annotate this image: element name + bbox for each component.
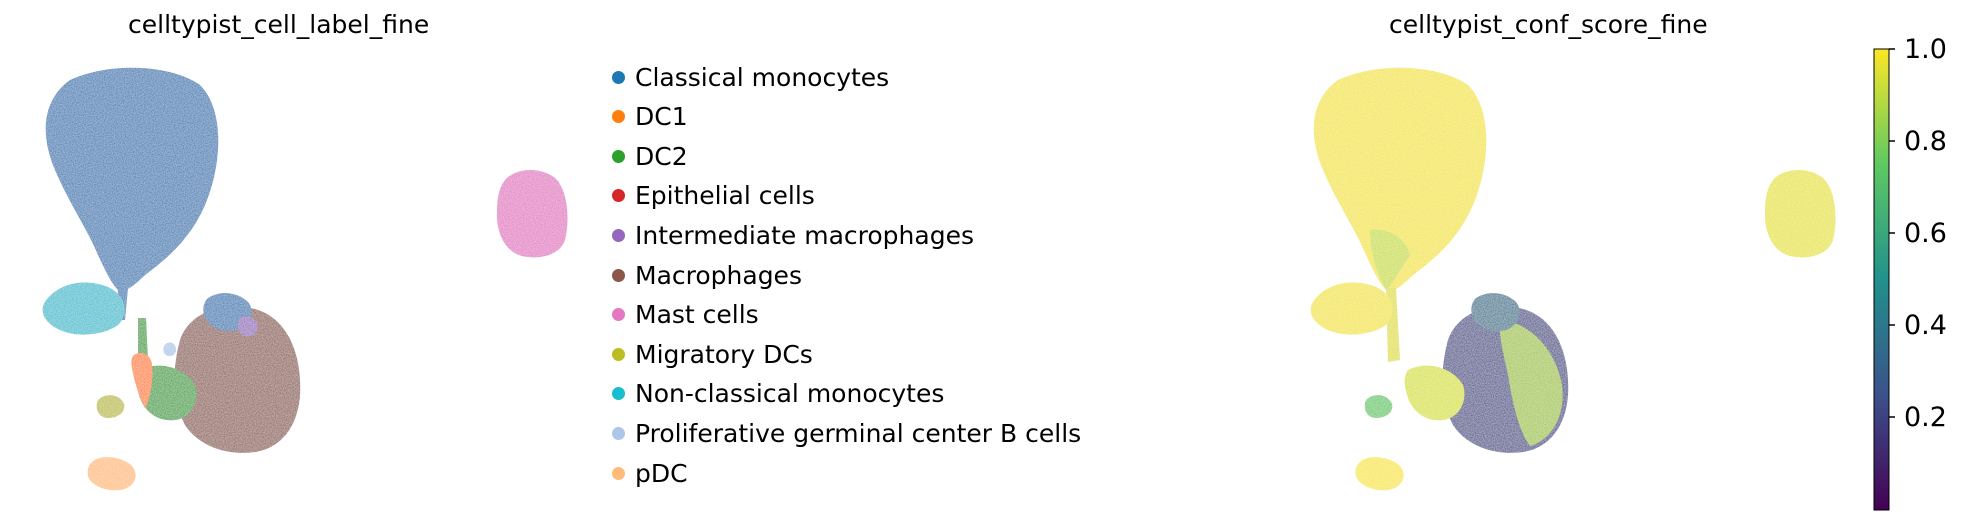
conf-region-mast (1764, 169, 1836, 258)
legend-marker (612, 189, 625, 203)
legend-item-epithelial-cells: Epithelial cells (612, 181, 815, 211)
colorbar-tick-label: 0.6 (1904, 218, 1947, 249)
legend-marker (612, 347, 625, 361)
legend-marker (612, 70, 625, 84)
legend-label: Intermediate macrophages (635, 220, 974, 250)
colorbar-tick-label: 0.4 (1904, 310, 1947, 341)
legend-marker (612, 149, 625, 163)
legend-item-pdc: pDC (612, 458, 688, 488)
cluster-migratory-dcs (96, 395, 125, 418)
legend-marker (612, 308, 625, 322)
colorbar-tick-label: 1.0 (1904, 34, 1947, 65)
legend-label: Macrophages (635, 260, 802, 290)
conf-region-migratory (1364, 395, 1393, 418)
legend-label: Classical monocytes (635, 62, 890, 92)
cluster-classical-monocytes (45, 67, 219, 293)
cluster-macrophages (174, 306, 301, 453)
legend-item-proliferative-germinal-center-b-cells: Proliferative germinal center B cells (612, 418, 1081, 448)
legend-item-intermediate-macrophages: Intermediate macrophages (612, 220, 974, 250)
cluster-mast-cells (496, 169, 568, 258)
legend-label: Proliferative germinal center B cells (635, 418, 1082, 448)
cluster-proliferative-b (163, 342, 176, 357)
legend-marker (612, 110, 625, 124)
legend-label: Mast cells (635, 300, 759, 330)
conf-region-non-classical (1310, 282, 1393, 335)
conf-region-classical (1313, 67, 1487, 293)
legend-label: DC2 (635, 141, 688, 171)
legend-item-mast-cells: Mast cells (612, 300, 759, 330)
colorbar (1873, 48, 1895, 511)
conf-region-pdc (1355, 457, 1404, 491)
legend-item-dc2: DC2 (612, 141, 688, 171)
legend-label: Non-classical monocytes (635, 379, 945, 409)
conf-region-dc-area (1404, 365, 1465, 421)
conf-region-macrophages-high (1499, 320, 1563, 446)
legend-marker (612, 268, 625, 282)
legend-label: Migratory DCs (635, 339, 813, 369)
right-plot-title: celltypist_conf_score_fine (1389, 10, 1708, 39)
legend-item-migratory-dcs: Migratory DCs (612, 339, 813, 369)
conf-region-classical-lower (1370, 229, 1410, 290)
cluster-intermediate-macrophages (237, 316, 258, 337)
legend-label: DC1 (635, 102, 688, 132)
legend-marker (612, 387, 625, 401)
conf-region-top-right (1471, 293, 1520, 332)
legend-item-classical-monocytes: Classical monocytes (612, 62, 889, 92)
legend-label: Epithelial cells (635, 181, 815, 211)
colorbar-gradient (1873, 48, 1890, 511)
colorbar-tick-label: 0.2 (1904, 402, 1947, 433)
umap-conf-score (1310, 67, 1836, 491)
legend-marker (612, 426, 625, 440)
umap-cell-label (42, 67, 568, 491)
left-plot-title: celltypist_cell_label_fine (128, 10, 430, 39)
cluster-dc1 (131, 352, 153, 408)
legend-label: pDC (635, 458, 688, 488)
legend-item-dc1: DC1 (612, 102, 688, 132)
cluster-pdc (87, 457, 136, 491)
colorbar-tick-label: 0.8 (1904, 126, 1947, 157)
legend-marker (612, 228, 625, 242)
legend-marker (612, 466, 625, 480)
legend-item-non-classical-monocytes: Non-classical monocytes (612, 379, 944, 409)
cluster-non-classical-monocytes (42, 282, 125, 335)
cluster-dc2-stalk (138, 318, 148, 362)
legend-item-macrophages: Macrophages (612, 260, 802, 290)
